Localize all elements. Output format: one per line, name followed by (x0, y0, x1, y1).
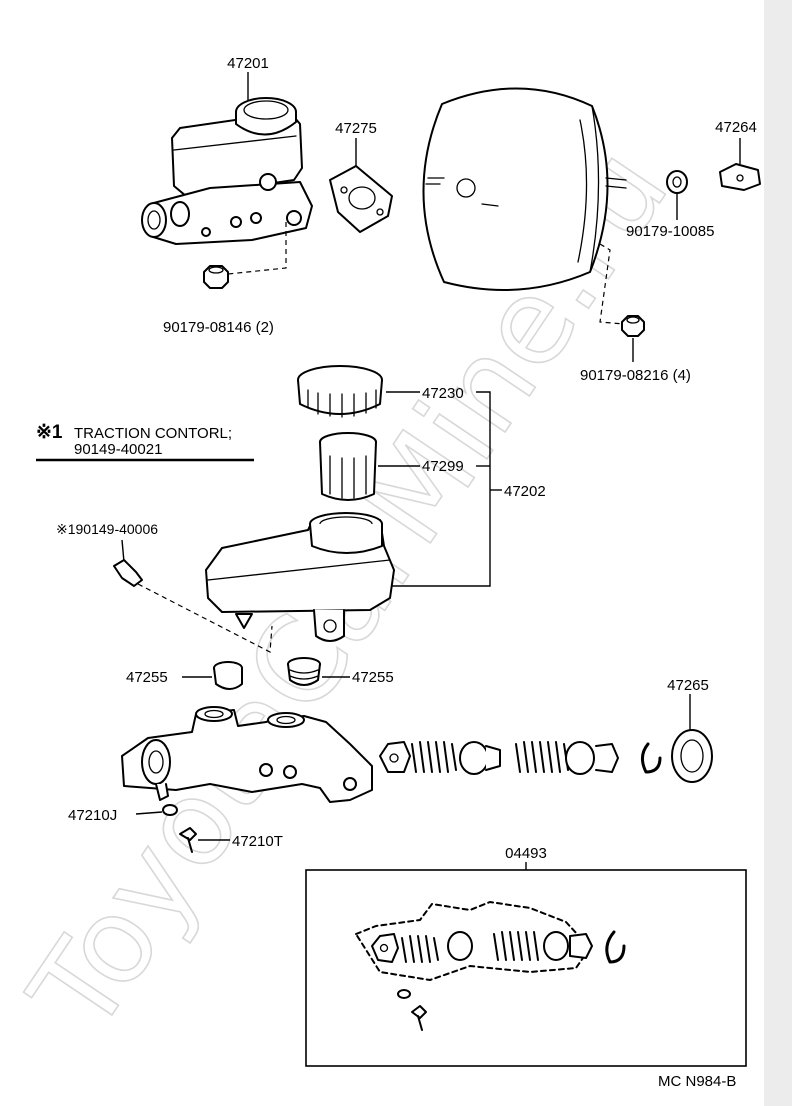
note-line-2: 90149-40021 (74, 441, 162, 458)
label-47210T: 47210T (232, 833, 283, 850)
secondary-piston-assembly[interactable] (515, 741, 619, 775)
parts-diagram: ToyotaCarMine.ru 47201 90179-08146 (2) 4… (2, 55, 761, 1090)
snap-ring[interactable] (641, 742, 662, 774)
label-47299: 47299 (422, 458, 464, 475)
label-47230: 47230 (422, 385, 464, 402)
note-line-1: TRACTION CONTORL; (74, 425, 232, 442)
seal-47265[interactable] (671, 729, 713, 783)
primary-piston-assembly[interactable] (379, 741, 501, 775)
seal-47210J[interactable] (162, 804, 178, 816)
figure-code: MC N984-B (658, 1073, 736, 1090)
label-47210J: 47210J (68, 807, 117, 824)
label-04493: 04493 (505, 845, 547, 862)
reservoir-tank[interactable] (205, 512, 395, 642)
strainer-47299[interactable] (319, 432, 377, 501)
nut-90179-08146[interactable] (203, 265, 229, 289)
nut-90179-08216[interactable] (621, 315, 645, 337)
right-margin-strip (764, 0, 792, 1106)
kit-contents[interactable] (355, 901, 626, 1031)
label-47264: 47264 (715, 119, 757, 136)
plug-90149-40006[interactable] (113, 559, 143, 587)
label-47202: 47202 (504, 483, 546, 500)
note-marker: ※1 (36, 422, 63, 443)
label-47275: 47275 (335, 120, 377, 137)
brake-booster[interactable] (422, 87, 627, 291)
label-90179-10085: 90179-10085 (626, 223, 714, 240)
label-90179-08146: 90179-08146 (2) (163, 319, 274, 336)
grommet-47255-right[interactable] (287, 657, 321, 686)
label-47265: 47265 (667, 677, 709, 694)
master-cylinder-body[interactable] (121, 706, 373, 803)
label-90179-08216: 90179-08216 (4) (580, 367, 691, 384)
bolt-47210T[interactable] (179, 827, 197, 853)
clip-47264[interactable] (719, 163, 761, 191)
master-cylinder-assembly-47201[interactable] (141, 97, 313, 245)
gasket-47275[interactable] (329, 165, 393, 233)
grommet-47255-left[interactable] (213, 661, 243, 690)
washer-90179-10085[interactable] (666, 170, 688, 194)
label-90149-40006: ※190149-40006 (56, 521, 158, 537)
label-47255-left: 47255 (126, 669, 168, 686)
label-47201: 47201 (227, 55, 269, 72)
reservoir-cap-47230[interactable] (297, 365, 383, 418)
kit-04493-frame (305, 869, 747, 1067)
label-47255-right: 47255 (352, 669, 394, 686)
